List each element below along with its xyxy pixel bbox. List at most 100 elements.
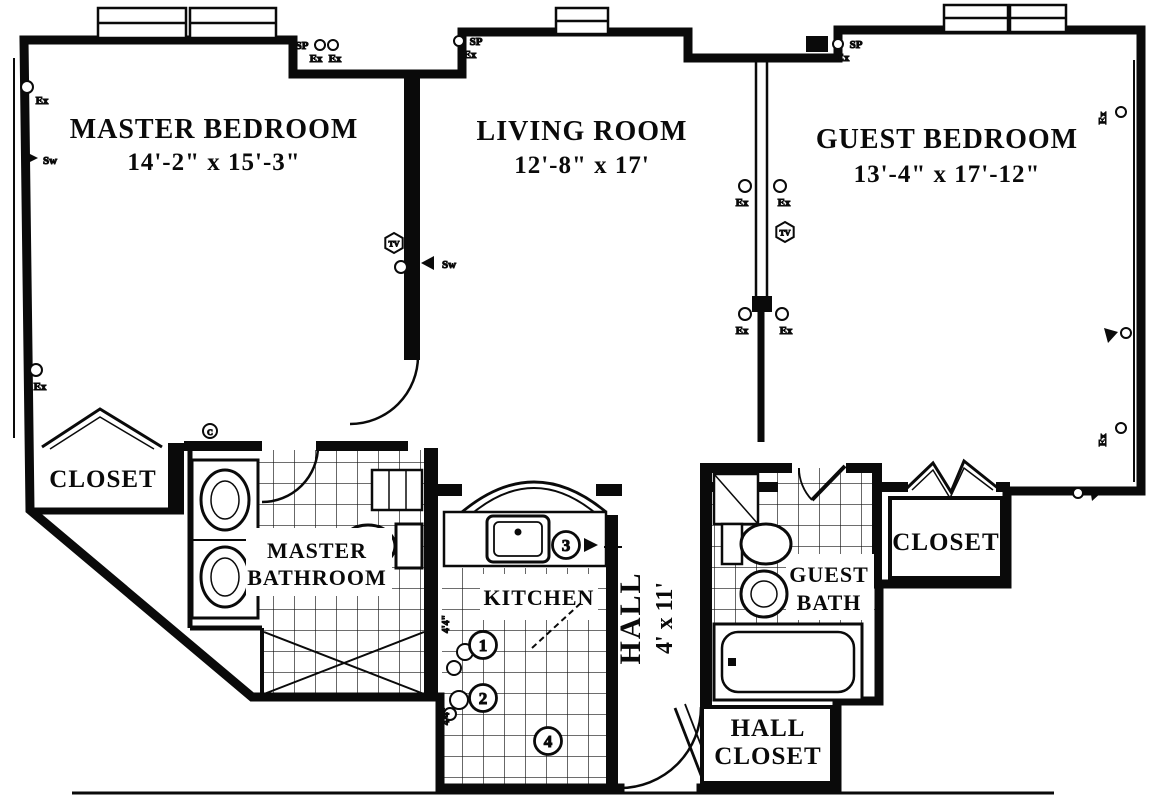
guest-bath-label-box <box>786 554 874 620</box>
master-bath-label-line2: BATHROOM <box>247 565 387 590</box>
left-closet-bifold-outer <box>41 407 163 449</box>
master-bedroom-label: MASTER BEDROOM <box>70 114 359 145</box>
switch-icon <box>1090 488 1102 501</box>
hall-closet-label-line1: HALL <box>731 715 806 742</box>
hall-closet-label-line2: CLOSET <box>714 743 821 770</box>
bathtub-drain <box>728 658 736 666</box>
room-labels: MASTER BEDROOM 14'-2" x 15'-3" LIVING RO… <box>49 114 1078 770</box>
gb-toilet-tank <box>720 522 744 566</box>
vanity-sink-2-basin <box>210 557 240 597</box>
hall-closet-box <box>700 705 834 785</box>
living-guest-divider-block <box>752 296 772 312</box>
mb-toilet-tank <box>394 522 424 570</box>
master-south-wall-left <box>184 441 262 451</box>
fixture-marker-3-number: 3 <box>562 536 571 555</box>
master-living-divider-wall <box>404 70 420 360</box>
kitchen-hall-wall <box>606 515 618 788</box>
appliance-knob-2 <box>446 660 462 676</box>
left-closet-side-wall <box>168 443 184 513</box>
master-bath-label-line1: MASTER <box>267 538 367 563</box>
gb-toilet-bowl <box>739 522 793 566</box>
shower-diagonal-2 <box>263 631 425 695</box>
guest-bottom-wall-right <box>996 482 1010 492</box>
gb-vanity-diagonal <box>713 473 759 525</box>
switch-icon <box>22 150 38 166</box>
guest-bath-top-wall-right <box>846 463 878 473</box>
arch-left-corner-wall <box>424 484 462 496</box>
switch-icon <box>1104 328 1118 343</box>
right-closet-box <box>888 496 1004 580</box>
kitchen-dashed-swing <box>531 601 583 649</box>
closets <box>41 407 1004 785</box>
tv-outlet-icon <box>775 220 795 244</box>
outlet-label: Ex <box>34 381 47 393</box>
outlet-icon <box>20 80 34 94</box>
outlet-label: Ex <box>36 95 49 107</box>
arch-right-corner-wall <box>596 484 622 496</box>
fixture-marker-1-number: 1 <box>479 636 488 655</box>
interior-walls <box>30 58 1010 788</box>
switch-label: Sw <box>43 155 57 167</box>
guest-bath-label-line2: BATH <box>797 590 862 615</box>
outlet-icon <box>832 38 844 50</box>
ceiling-fixture-label: C <box>207 428 213 437</box>
outlet-icon <box>1115 422 1127 434</box>
bath-kitchen-wall <box>424 448 438 700</box>
outlet-icon <box>327 39 339 51</box>
speaker-label: SP <box>470 36 483 48</box>
outlet-label: Ex <box>778 197 791 209</box>
switch-label: Sw <box>442 259 456 271</box>
kitchen-fixtures <box>442 510 608 721</box>
guest-bath-right-wall <box>872 463 882 588</box>
fixture-marker-4-number: 4 <box>544 732 553 751</box>
appliance-knob-4 <box>443 707 457 721</box>
outlet-label: Ex <box>780 325 793 337</box>
outlet-icon <box>773 179 787 193</box>
electrical-symbols: Ex Sw Ex SP Ex Ex SP Ex SP Ex TV Sw Ex E… <box>20 35 1132 726</box>
fixture-number-markers: 1 2 3 4 <box>468 530 598 756</box>
outlet-label: Ex <box>736 325 749 337</box>
outlet-icon <box>1115 106 1127 118</box>
ceiling-fixture-icon <box>202 423 218 439</box>
label-boxes <box>246 528 874 620</box>
guest-bedroom-label: GUEST BEDROOM <box>816 124 1078 155</box>
right-closet-bifold-outer <box>904 458 1000 496</box>
minor-dim-label: 4'4" <box>441 707 452 725</box>
master-bath-door-arc <box>261 445 320 504</box>
guest-bath-fixtures <box>712 472 864 702</box>
fixture-marker-1-circle <box>468 630 498 660</box>
hall-dims: 4' x 11' <box>652 582 678 654</box>
outlet-label: Ex <box>464 49 477 61</box>
master-bedroom-dims: 14'-2" x 15'-3" <box>127 149 300 176</box>
outlet-icon <box>1120 327 1132 339</box>
tv-outlet-label: TV <box>388 240 399 249</box>
kitchen-sink-basin <box>493 521 543 557</box>
master-bath-label-box <box>246 528 392 596</box>
hall-label: HALL <box>614 571 647 664</box>
master-south-wall-right <box>316 441 408 451</box>
outer-walls <box>13 25 1146 795</box>
outlet-icon <box>738 307 752 321</box>
guest-bedroom-dims: 13'-4" x 17'-12" <box>854 161 1041 188</box>
panel-icon <box>806 36 828 52</box>
kitchen-faucet <box>514 528 522 536</box>
kitchen-label: KITCHEN <box>484 585 595 610</box>
fixture-marker-4-circle <box>533 726 563 756</box>
speaker-label: SP <box>850 39 863 51</box>
mb-shelf <box>370 468 424 512</box>
minor-dim-label: 4'4" <box>441 615 452 633</box>
outlet-label: Ex <box>310 53 323 65</box>
outlet-label: Ex <box>1097 433 1109 446</box>
guest-bath-door-leaf <box>810 464 847 502</box>
bathtub-inner <box>720 630 856 694</box>
fixture-marker-2-number: 2 <box>479 689 488 708</box>
outlet-icon <box>1072 487 1084 499</box>
outlet-label: Ex <box>837 52 850 64</box>
guest-bath-label-line1: GUEST <box>789 562 869 587</box>
living-room-dims: 12'-8" x 17' <box>514 152 650 179</box>
tv-outlet-label: TV <box>779 229 790 238</box>
outlet-label: Ex <box>1097 111 1109 124</box>
living-room-door-arc <box>349 355 420 426</box>
outlet-label: Ex <box>329 53 342 65</box>
